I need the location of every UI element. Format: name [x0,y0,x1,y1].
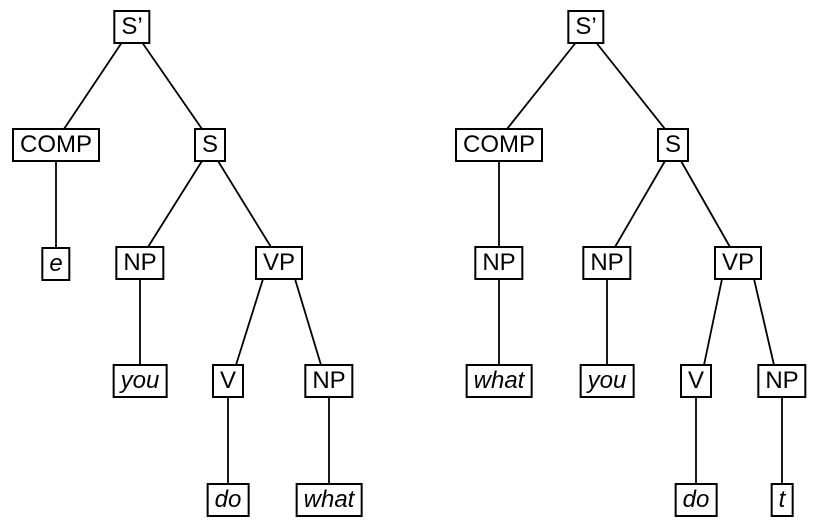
node-right-vp: VP [713,246,763,280]
node-right-what: what [465,364,533,398]
node-right-comp: COMP [455,128,543,162]
node-left-np-subj: NP [115,246,165,280]
node-left-e: e [41,247,71,281]
edge-right-s-np-subj [614,160,666,248]
node-left-s: S [193,128,227,162]
edge-right-vp-np-obj [753,278,775,366]
edge-left-s-np-subj [147,160,203,248]
node-left-comp: COMP [12,128,100,162]
node-left-you: you [112,364,168,398]
node-left-s-bar: S’ [113,10,151,44]
edge-left-vp-v [235,278,264,366]
edge-right-s-bar-comp [506,42,577,130]
node-left-what: what [295,483,363,517]
edge-right-s-bar-s [595,42,666,130]
node-right-np-subj: NP [582,246,632,280]
edge-right-vp-v [703,278,723,366]
node-right-t: t [770,483,794,517]
edge-left-s-vp [217,160,272,248]
node-right-s-bar: S’ [567,10,605,44]
edge-left-s-bar-s [141,42,203,130]
node-right-s: S [656,128,690,162]
edge-right-s-vp [680,160,731,248]
node-left-vp: VP [254,246,304,280]
node-left-v: V [211,364,245,398]
edge-left-vp-np-obj [294,278,322,366]
node-right-np-obj: NP [757,364,807,398]
node-right-do: do [674,483,718,517]
node-left-np-obj: NP [304,364,354,398]
node-right-v: V [679,364,713,398]
node-right-np-comp: NP [474,246,524,280]
edge-left-s-bar-comp [63,42,123,130]
node-left-do: do [206,483,250,517]
node-right-you: you [579,364,635,398]
